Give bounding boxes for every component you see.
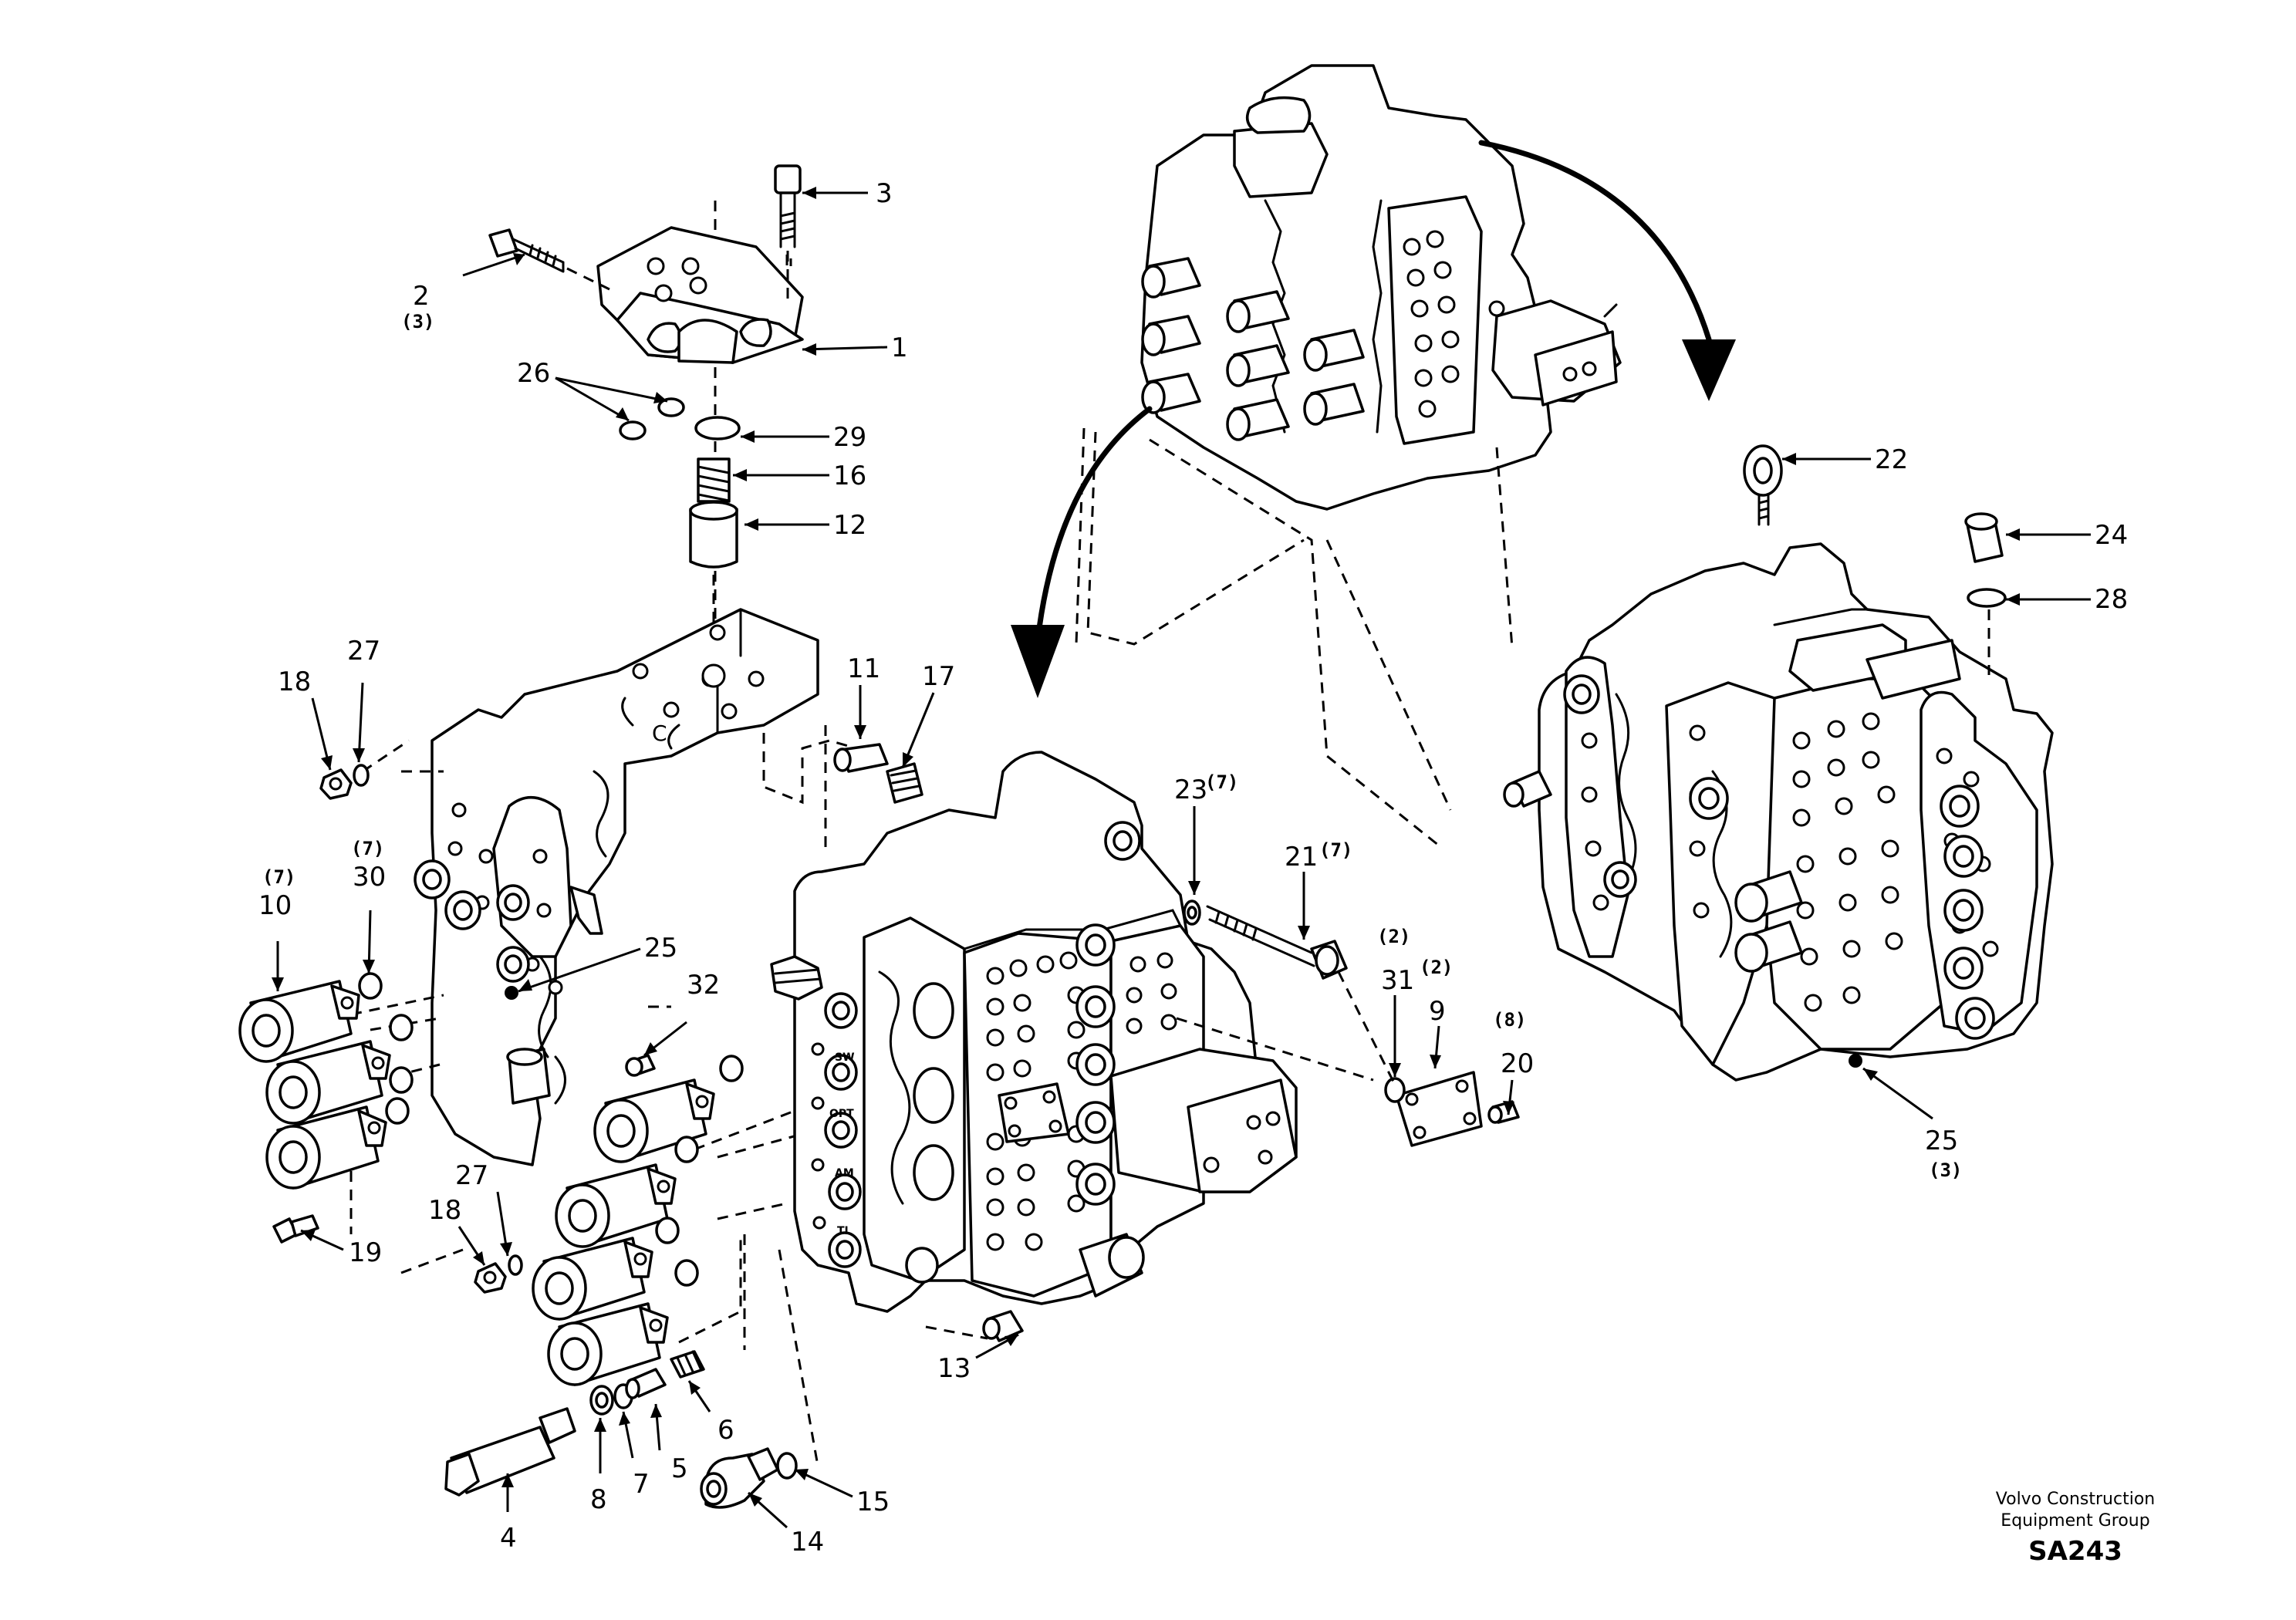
plug-14-15: [700, 1447, 798, 1509]
port-label-tl: TL: [837, 1225, 852, 1237]
callout-7: 7: [633, 1469, 650, 1500]
valve-section-center: SW OPT AM TL: [770, 751, 1298, 1313]
bolt-19: [272, 1214, 319, 1244]
callout-2-qty: (3): [401, 311, 434, 332]
footer-stamp: Volvo Construction Equipment Group SA243: [1996, 1490, 2155, 1567]
callout-26: 26: [517, 358, 550, 389]
svg-text:C: C: [652, 721, 667, 746]
callout-10-qty: (7): [262, 866, 295, 888]
callout-6: 6: [718, 1415, 734, 1446]
callout-2: 2: [413, 281, 430, 312]
callout-12: 12: [833, 510, 866, 541]
callout-18-upper: 18: [278, 667, 311, 697]
callout-30: 30: [353, 862, 386, 893]
plug-24-oring-28: [1964, 512, 2007, 675]
callout-25-right: 25: [1925, 1126, 1958, 1156]
port-label-opt: OPT: [829, 1108, 854, 1120]
valve-section-right: [1503, 542, 2054, 1082]
assembled-control-valve: [1140, 64, 1622, 511]
callout-numbers: 1 2 (3) 3 4 5 6 7 8 9 (2) 10 (7) 11 12 1…: [258, 178, 2128, 1558]
solenoid-cartridges: [238, 980, 715, 1386]
callout-20-qty: (8): [1493, 1009, 1526, 1031]
callout-13: 13: [937, 1353, 971, 1384]
poppet-5: [625, 1368, 667, 1399]
callout-29: 29: [833, 422, 866, 453]
callout-1: 1: [891, 332, 908, 363]
bolt-3: [774, 164, 802, 301]
callout-14: 14: [791, 1527, 824, 1558]
dashed-to-plate: [1337, 971, 1398, 1088]
callout-27-upper: 27: [347, 636, 380, 667]
callout-11: 11: [847, 653, 880, 684]
valve-section-left: C: [414, 608, 819, 1166]
sleeve-12: [689, 501, 738, 633]
callout-31: 31: [1381, 965, 1414, 996]
callout-32: 32: [687, 970, 720, 1001]
callout-leaders: [272, 187, 2091, 1529]
callout-5: 5: [671, 1453, 688, 1484]
plug-32: [625, 1054, 656, 1077]
callout-8: 8: [590, 1484, 607, 1515]
eye-bolt-22: [1743, 444, 1783, 526]
callout-23: 23: [1174, 775, 1207, 805]
cover-block: [596, 226, 804, 364]
bolt-21-washer-23: [1183, 899, 1348, 980]
dashed-lines-left: [349, 725, 988, 1466]
plug-13: [982, 1310, 1024, 1342]
callout-21: 21: [1285, 842, 1318, 872]
o-rings-30: [358, 972, 744, 1287]
callout-19: 19: [349, 1237, 382, 1268]
company-line-2: Equipment Group: [2001, 1511, 2149, 1531]
callout-16: 16: [833, 461, 866, 491]
callout-31-qty: (2): [1377, 926, 1410, 947]
callout-20: 20: [1501, 1048, 1534, 1079]
rotation-arrows: [1011, 140, 1736, 698]
callout-21-qty: (7): [1319, 839, 1352, 861]
ball-25-right: [1849, 1054, 1862, 1068]
port-label-am: AM: [835, 1167, 854, 1180]
callout-23-qty: (7): [1205, 771, 1238, 793]
callout-25: 25: [644, 933, 677, 964]
callout-27-lower: 27: [455, 1160, 488, 1191]
check-valve-11-17: [833, 743, 923, 804]
dashed-to-oring: [1176, 1017, 1374, 1082]
callout-17: 17: [922, 661, 955, 692]
callout-30-qty: (7): [351, 838, 384, 859]
callout-25-right-qty: (3): [1929, 1159, 1962, 1181]
port-label-sw: SW: [835, 1051, 855, 1064]
washers-7-8: [589, 1383, 633, 1416]
o-ring-31: [1384, 1077, 1406, 1103]
callout-4: 4: [500, 1523, 517, 1554]
callout-3: 3: [876, 178, 893, 209]
callout-9: 9: [1429, 996, 1446, 1027]
callout-24: 24: [2095, 520, 2128, 551]
bolt-20: [1487, 1100, 1520, 1124]
plug-18-lower: [474, 1254, 523, 1294]
callout-15: 15: [856, 1487, 890, 1517]
company-line-1: Volvo Construction: [1996, 1490, 2155, 1509]
o-rings-26-29: [619, 397, 741, 440]
callout-22: 22: [1875, 444, 1908, 475]
callout-10: 10: [258, 890, 292, 921]
cover-plate-9: [1395, 1071, 1483, 1147]
callout-28: 28: [2095, 584, 2128, 615]
callout-9-qty: (2): [1420, 957, 1453, 978]
spring-6: [670, 1350, 705, 1379]
spring-16: [697, 457, 731, 503]
bolt-2: [488, 228, 610, 291]
drawing-code: SA243: [2028, 1536, 2122, 1567]
pin-4: [444, 1407, 576, 1497]
callout-18-lower: 18: [428, 1195, 461, 1226]
plug-18-upper: [319, 764, 370, 800]
